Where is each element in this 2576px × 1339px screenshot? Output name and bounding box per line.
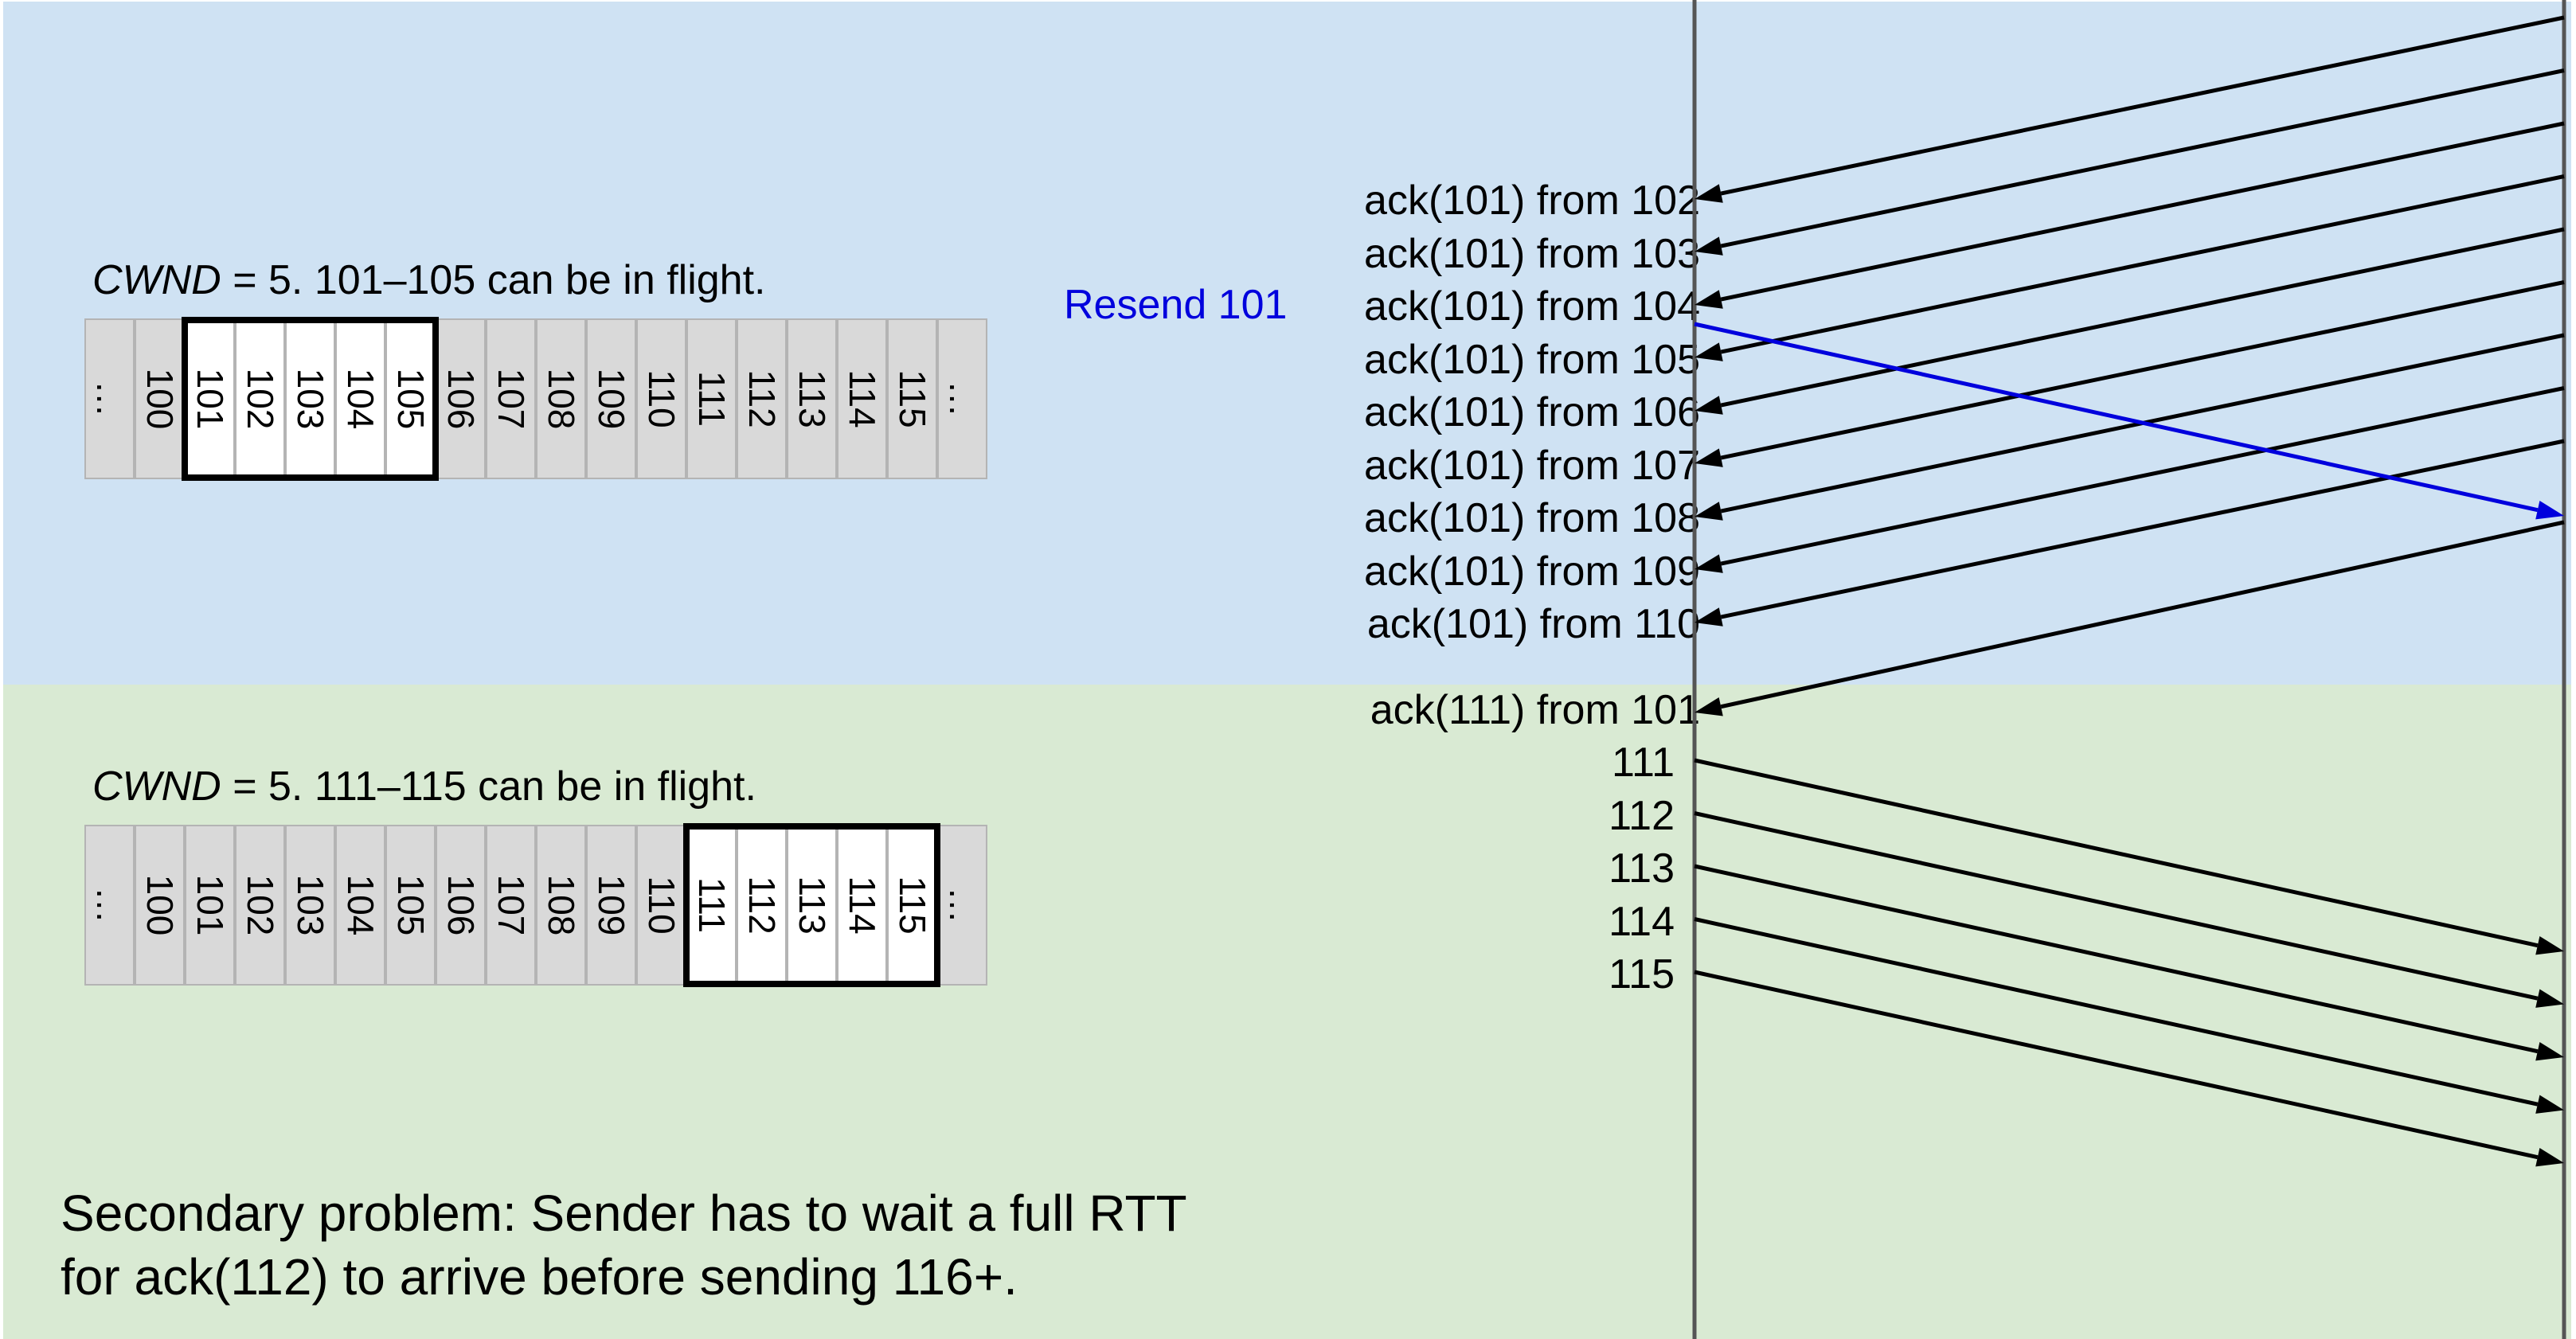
ack-arrow-head xyxy=(1695,290,1723,309)
ack-arrow-head xyxy=(1695,554,1723,573)
sequence-cell: 107 xyxy=(486,318,536,479)
sequence-cell: … xyxy=(84,825,135,986)
ack-arrow-head xyxy=(1695,342,1723,361)
sequence-cell: 102 xyxy=(235,825,285,986)
ack-111-arrow-head xyxy=(1695,697,1723,716)
ack-label: ack(101) from 108 xyxy=(1364,495,1700,541)
send-arrow-head xyxy=(2535,989,2564,1008)
ack-arrow xyxy=(1720,15,2565,196)
sequence-cell: 104 xyxy=(335,318,385,479)
resend-101-arrow-head xyxy=(2535,500,2564,520)
sequence-cell: 100 xyxy=(135,825,185,986)
send-arrow-head xyxy=(2535,1147,2564,1167)
ack-arrow-head xyxy=(1695,448,1723,467)
send-label: 115 xyxy=(1609,951,1675,997)
ack-label: ack(101) from 110 xyxy=(1366,601,1700,647)
send-arrow xyxy=(1694,758,2539,948)
sequence-cell: 104 xyxy=(335,825,385,986)
send-arrow xyxy=(1694,811,2539,1001)
sequence-cell: 114 xyxy=(837,825,887,986)
sequence-cell: 100 xyxy=(135,318,185,479)
send-arrow xyxy=(1694,864,2539,1054)
sequence-cell: 103 xyxy=(285,825,335,986)
note-line-2: for ack(112) to arrive before sending 11… xyxy=(61,1248,1018,1306)
note-line-1: Secondary problem: Sender has to wait a … xyxy=(61,1185,1187,1242)
sequence-cell: 114 xyxy=(837,318,887,479)
ack-label: ack(101) from 102 xyxy=(1364,178,1700,224)
send-arrow-head xyxy=(2535,935,2564,955)
sequence-cell: 106 xyxy=(436,825,486,986)
cwnd-variable: CWND xyxy=(92,763,221,810)
ack-label: ack(101) from 104 xyxy=(1364,283,1700,330)
ack-arrow-head xyxy=(1695,396,1723,415)
ack-arrow-head xyxy=(1695,607,1723,627)
sequence-cell: 107 xyxy=(486,825,536,986)
send-arrow-head xyxy=(2535,1041,2564,1061)
sequence-cell: 109 xyxy=(586,318,636,479)
sequence-cell: 108 xyxy=(536,825,586,986)
ack-label: ack(101) from 106 xyxy=(1364,389,1700,435)
caption-text: = 5. 101–105 can be in flight. xyxy=(221,257,766,303)
ack-arrow-head xyxy=(1695,236,1723,256)
sequence-cell: 105 xyxy=(385,318,436,479)
ack-label: ack(101) from 103 xyxy=(1364,230,1700,277)
sequence-cell: 115 xyxy=(887,318,937,479)
sequence-cell: 111 xyxy=(686,318,737,479)
sequence-cell: 113 xyxy=(787,825,837,986)
send-arrow xyxy=(1694,917,2539,1107)
ack-arrow xyxy=(1720,68,2565,248)
ack-arrow xyxy=(1720,439,2565,619)
ack-arrow xyxy=(1720,174,2565,354)
ack-111-arrow xyxy=(1720,520,2565,709)
bottom-panel-background xyxy=(3,685,2571,1339)
cwnd-window-box xyxy=(683,823,940,987)
ack-arrow-head xyxy=(1695,502,1723,521)
send-arrow xyxy=(1694,970,2539,1160)
resend-101-arrow xyxy=(1694,322,2539,513)
ack-arrow xyxy=(1720,227,2565,408)
ack-label: ack(101) from 109 xyxy=(1364,548,1700,595)
final-ack-label: ack(111) from 101 xyxy=(1370,687,1700,733)
sequence-cell: 113 xyxy=(787,318,837,479)
ack-label: ack(101) from 105 xyxy=(1364,336,1700,383)
sequence-cell: 103 xyxy=(285,318,335,479)
resend-label: Resend 101 xyxy=(1064,282,1288,328)
sequence-cell: 115 xyxy=(887,825,937,986)
sequence-cell: 109 xyxy=(586,825,636,986)
send-label: 114 xyxy=(1609,898,1675,945)
sequence-cell: 101 xyxy=(185,825,235,986)
secondary-problem-note: Secondary problem: Sender has to wait a … xyxy=(61,1181,1187,1309)
bottom-window-caption: CWND = 5. 111–115 can be in flight. xyxy=(92,763,756,810)
sequence-cell: … xyxy=(84,318,135,479)
ack-arrow xyxy=(1720,121,2565,302)
ack-arrow xyxy=(1720,386,2565,566)
ack-arrow xyxy=(1720,280,2565,460)
send-label: 113 xyxy=(1609,845,1675,892)
sequence-cell: 110 xyxy=(636,318,686,479)
sequence-cell: 108 xyxy=(536,318,586,479)
ack-arrow-head xyxy=(1695,184,1723,203)
send-label: 112 xyxy=(1609,792,1675,839)
cwnd-variable: CWND xyxy=(92,257,221,303)
caption-text: = 5. 111–115 can be in flight. xyxy=(221,763,756,810)
sequence-cell: 105 xyxy=(385,825,436,986)
send-arrow-head xyxy=(2535,1095,2564,1114)
ack-label: ack(101) from 107 xyxy=(1364,442,1700,489)
send-label: 111 xyxy=(1611,740,1675,786)
cwnd-window-box xyxy=(182,317,439,481)
top-window-caption: CWND = 5. 101–105 can be in flight. xyxy=(92,256,766,304)
sequence-cell: 112 xyxy=(737,318,787,479)
sequence-cell: … xyxy=(937,318,987,479)
